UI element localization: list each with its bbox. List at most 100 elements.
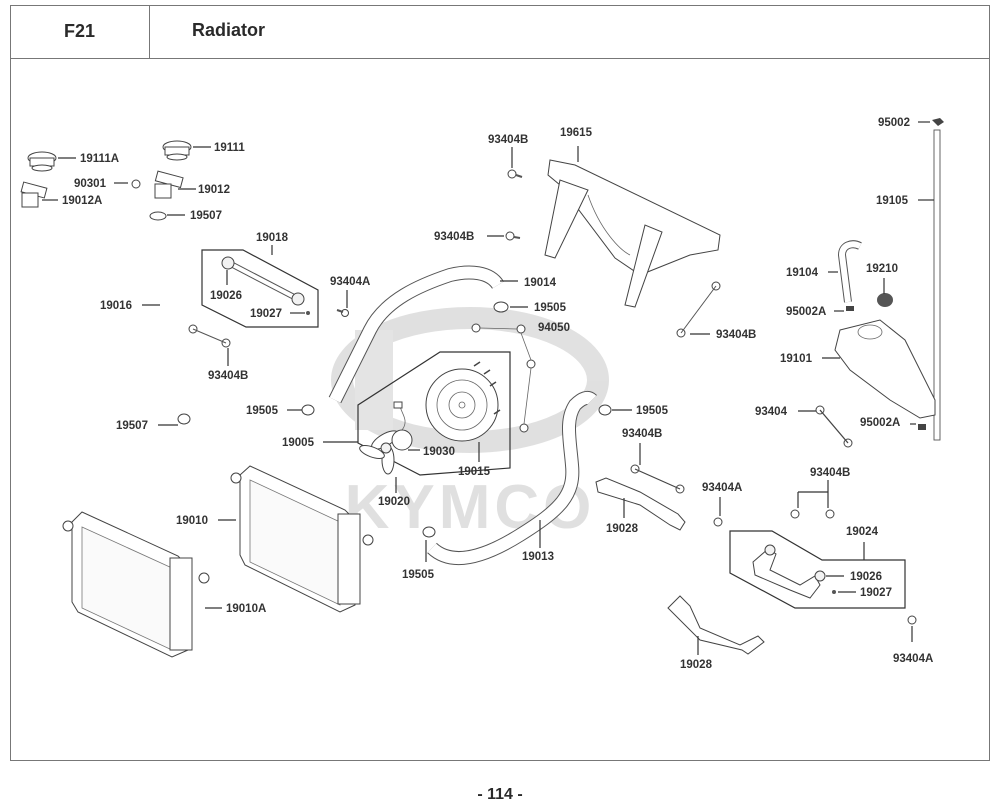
hose-19013 bbox=[427, 391, 597, 564]
part-label: 19507 bbox=[190, 210, 222, 222]
part-label: 19028 bbox=[680, 659, 713, 671]
part-label: 93404B bbox=[208, 370, 248, 382]
hose-19016 bbox=[146, 232, 186, 416]
radiator-19010 bbox=[230, 465, 374, 613]
nut-90301 bbox=[131, 179, 141, 189]
bolt-pair-93404B-left bbox=[188, 324, 231, 348]
part-label: 19020 bbox=[378, 496, 410, 508]
part-label: 93404 bbox=[755, 406, 788, 418]
fan-motor-19030 bbox=[391, 401, 413, 451]
part-label: 19026 bbox=[210, 290, 242, 302]
part-label: 93404B bbox=[622, 428, 662, 440]
leader-lines bbox=[42, 121, 934, 655]
part-label: 90301 bbox=[74, 178, 107, 190]
part-label: 19013 bbox=[522, 551, 554, 563]
part-label: 93404B bbox=[810, 467, 850, 479]
part-label: 95002 bbox=[878, 117, 910, 129]
part-label: 94050 bbox=[538, 322, 570, 334]
part-label: 19505 bbox=[636, 405, 669, 417]
part-labels: 19111A 19111 90301 19012 19012A 19507 19… bbox=[62, 117, 933, 671]
part-label: 19505 bbox=[402, 569, 435, 581]
bolt-pair-93404B-lowmid bbox=[630, 464, 685, 494]
hose-19104 bbox=[837, 240, 862, 303]
bolt-93404A-left bbox=[336, 309, 349, 317]
part-label: 93404A bbox=[893, 653, 933, 665]
radiator-shroud-19615 bbox=[544, 159, 721, 308]
fan-assembly-19005-box bbox=[357, 351, 511, 476]
part-label: 19027 bbox=[860, 587, 892, 599]
part-label: 19012A bbox=[62, 195, 102, 207]
fan-screws bbox=[473, 361, 501, 415]
radiator-19010A bbox=[62, 511, 210, 658]
part-label: 93404B bbox=[434, 231, 474, 243]
part-label: 95002A bbox=[786, 306, 826, 318]
hose-clamp-19505-mid bbox=[493, 301, 509, 313]
clip-95002A-bottom bbox=[918, 424, 926, 430]
part-label: 19024 bbox=[846, 526, 879, 538]
part-label: 93404A bbox=[330, 276, 370, 288]
hose-clamp-19505-bottom bbox=[422, 526, 436, 538]
bolt-pair-93404B-right bbox=[676, 281, 721, 338]
part-label: 19014 bbox=[524, 277, 557, 289]
page-frame bbox=[10, 5, 990, 761]
part-label: 19505 bbox=[534, 302, 567, 314]
bracket-19028-mid bbox=[595, 477, 686, 531]
part-label: 19030 bbox=[423, 446, 455, 458]
part-label: 19505 bbox=[246, 405, 279, 417]
section-code: F21 bbox=[10, 5, 150, 59]
bracket-19028-bottom bbox=[667, 595, 765, 655]
collar-19027-left bbox=[306, 311, 310, 315]
part-label: 93404A bbox=[702, 482, 742, 494]
part-label: 19026 bbox=[850, 571, 882, 583]
part-label: 19010A bbox=[226, 603, 266, 615]
part-label: 19507 bbox=[116, 420, 148, 432]
part-label: 19015 bbox=[458, 466, 491, 478]
part-label: 19005 bbox=[282, 437, 315, 449]
part-label: 19028 bbox=[606, 523, 639, 535]
bolt-93404A-mid bbox=[713, 517, 723, 527]
clip-95002 bbox=[932, 118, 944, 126]
part-label: 19104 bbox=[786, 267, 819, 279]
fan-shroud-19015 bbox=[425, 368, 499, 442]
page-title: Radiator bbox=[192, 20, 266, 40]
bushing-19026-right bbox=[814, 570, 826, 582]
filler-neck-19012A bbox=[20, 181, 48, 208]
part-label: 19010 bbox=[176, 515, 208, 527]
bolt-pair-93404 bbox=[815, 405, 853, 448]
filler-neck-19012 bbox=[154, 170, 184, 199]
bracket-19024-box bbox=[729, 530, 906, 609]
part-label: 19027 bbox=[250, 308, 282, 320]
bracket-19018-box bbox=[201, 249, 319, 328]
part-label: 19615 bbox=[560, 127, 593, 139]
hose-clamp-19507-bottom bbox=[177, 413, 191, 425]
reserve-tank-19101 bbox=[834, 319, 936, 419]
stay-rod-94050 bbox=[471, 323, 536, 433]
overflow-hose-19105 bbox=[933, 129, 941, 441]
part-label: 19210 bbox=[866, 263, 898, 275]
bushing-19026-left bbox=[221, 256, 235, 270]
part-label: 19105 bbox=[876, 195, 909, 207]
part-label: 93404B bbox=[488, 134, 528, 146]
part-label: 19016 bbox=[100, 300, 132, 312]
hose-clamp-19507-top bbox=[149, 211, 167, 221]
bolt-93404B-mid bbox=[505, 231, 521, 241]
hose-19014 bbox=[329, 266, 504, 403]
hose-clamp-19505-left bbox=[301, 404, 315, 416]
part-label: 19111 bbox=[214, 142, 245, 154]
part-label: 95002A bbox=[860, 417, 900, 429]
header-divider bbox=[150, 58, 990, 59]
clip-95002A-top bbox=[846, 306, 854, 311]
bolt-pair-93404B-right-low bbox=[790, 509, 835, 519]
part-label: 19012 bbox=[198, 184, 230, 196]
tank-cap-19210 bbox=[877, 293, 893, 307]
bolt-93404B-top bbox=[507, 169, 523, 179]
part-label: 93404B bbox=[716, 329, 756, 341]
hose-clamp-19505-right bbox=[598, 404, 612, 416]
collar-19027-right bbox=[832, 590, 836, 594]
part-label: 19101 bbox=[780, 353, 813, 365]
part-label: 19018 bbox=[256, 232, 289, 244]
radiator-cap-19111A bbox=[27, 151, 57, 172]
page-number: - 114 - bbox=[477, 786, 523, 803]
bolt-93404A-bottom bbox=[907, 615, 917, 625]
